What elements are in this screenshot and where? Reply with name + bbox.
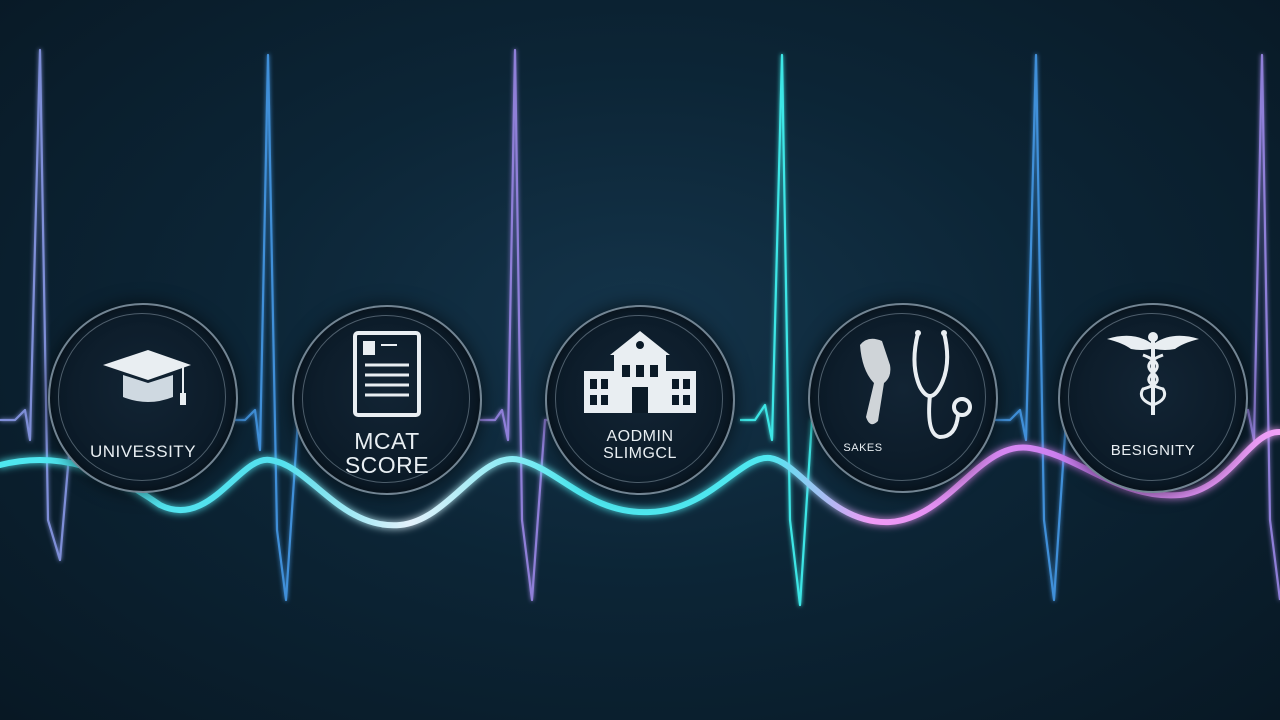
school-building-icon bbox=[584, 331, 696, 413]
stage-admin-school[interactable]: AODMIN SLIMGCL bbox=[545, 305, 735, 495]
ekg-pulse-5 bbox=[995, 53, 1090, 602]
score-document-icon bbox=[353, 331, 421, 417]
stage-label-line-1: AODMIN bbox=[606, 428, 674, 445]
stethoscope-icon bbox=[860, 330, 972, 440]
graduation-cap-icon bbox=[103, 350, 191, 405]
stage-label: BESIGNITY bbox=[1058, 443, 1248, 459]
stage-inner-ring bbox=[818, 313, 986, 481]
ekg-pulse-6 bbox=[1225, 53, 1280, 601]
ekg-pulse-4 bbox=[740, 53, 835, 607]
stage-mcat-score[interactable]: MCAT SCORE bbox=[292, 305, 482, 495]
stage-label: UNIVESSITY bbox=[48, 443, 238, 461]
ekg-pulse-1 bbox=[0, 48, 90, 562]
stage-sakes[interactable]: SAKES bbox=[808, 303, 998, 493]
stage-label: MCAT SCORE bbox=[292, 429, 482, 477]
caduceus-icon bbox=[1107, 332, 1199, 415]
progress-wave bbox=[0, 429, 1280, 529]
stage-label-line-2: SCORE bbox=[344, 452, 430, 479]
stage-inner-ring bbox=[58, 313, 226, 481]
stage-residency[interactable]: BESIGNITY bbox=[1058, 303, 1248, 493]
stage-label-line-2: SLIMGCL bbox=[603, 444, 677, 462]
stage-label-line-1: UNIVESSITY bbox=[89, 442, 197, 461]
stage-label-line-1: SAKES bbox=[843, 442, 883, 454]
stage-label: SAKES bbox=[768, 442, 958, 455]
stage-label-line-1: BESIGNITY bbox=[1110, 442, 1196, 459]
stage-university[interactable]: UNIVESSITY bbox=[48, 303, 238, 493]
stage-inner-ring bbox=[555, 315, 723, 483]
stage-inner-ring bbox=[1068, 313, 1236, 481]
stage-inner-ring bbox=[302, 315, 470, 483]
ekg-pulse-3 bbox=[480, 48, 565, 602]
stage-label-line-1: MCAT bbox=[354, 428, 420, 454]
stage-label: AODMIN SLIMGCL bbox=[545, 428, 735, 463]
ekg-pulse-2 bbox=[230, 53, 320, 602]
